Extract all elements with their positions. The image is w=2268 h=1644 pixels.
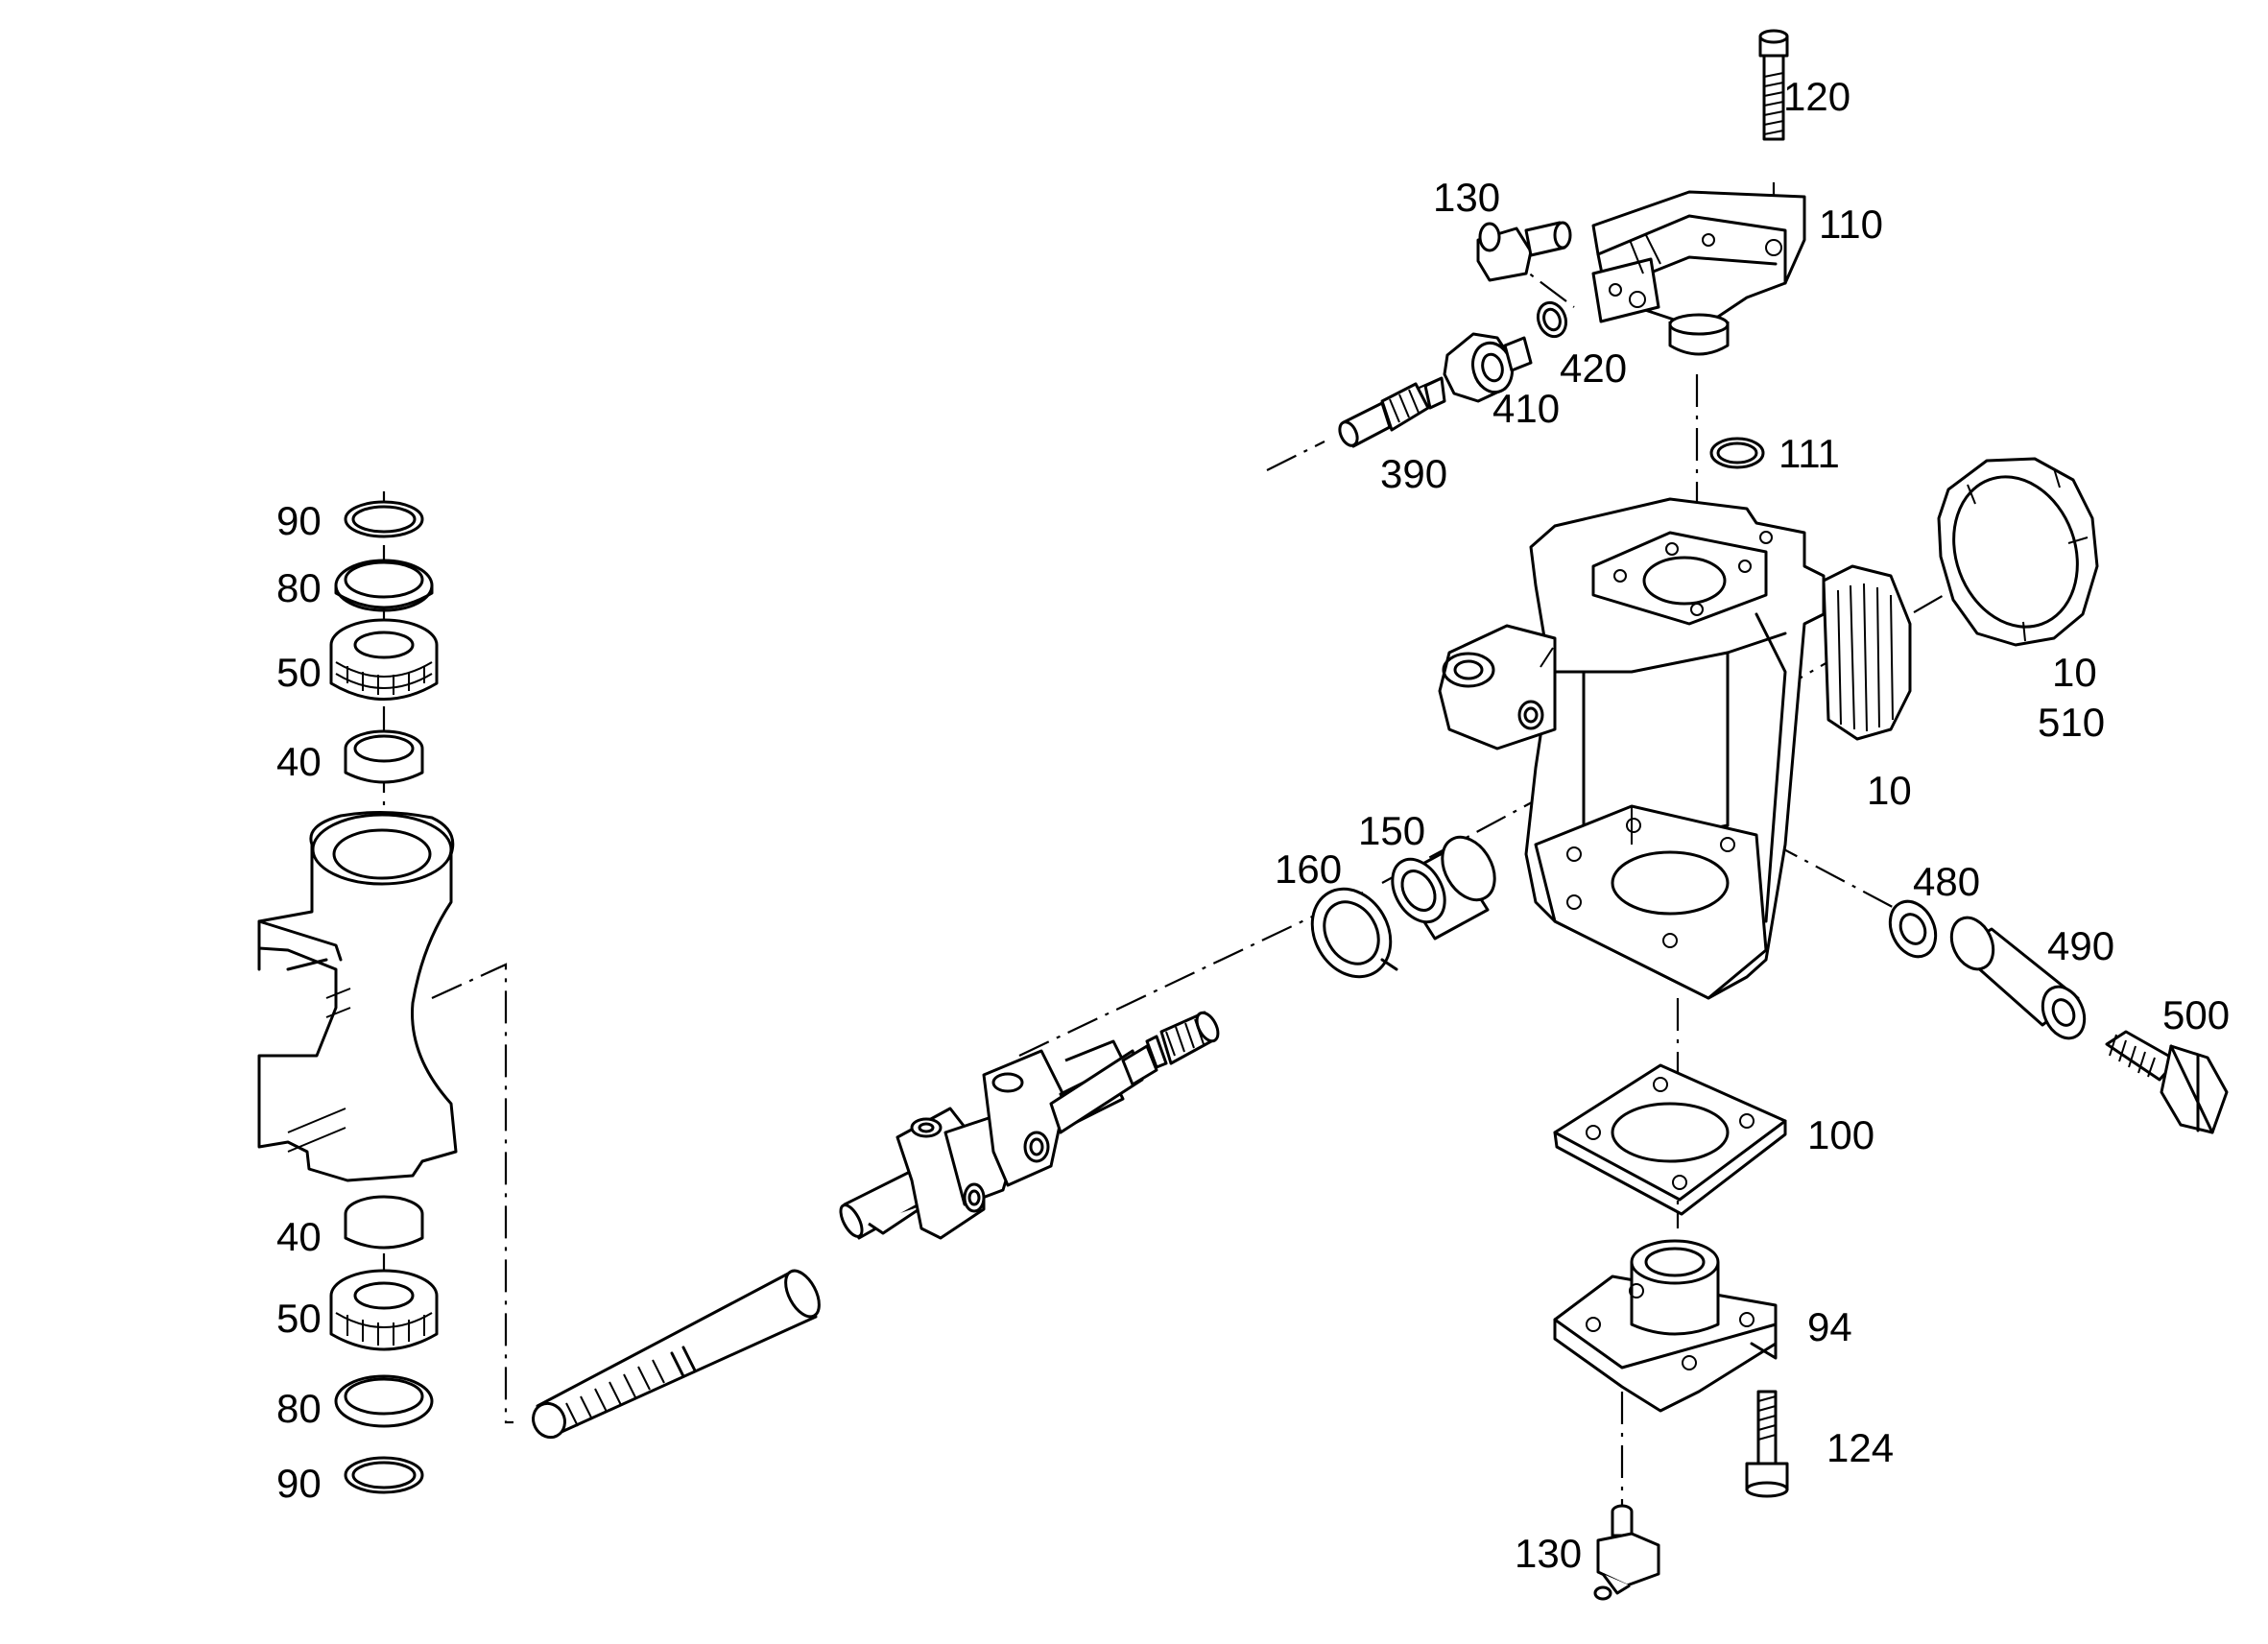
part-124-bolt xyxy=(1745,1390,1789,1498)
label-90-top: 90 xyxy=(276,498,322,543)
part-130-bottom-grease-fitting xyxy=(1593,1504,1660,1601)
label-94: 94 xyxy=(1807,1304,1852,1349)
label-80-top: 80 xyxy=(276,565,322,610)
label-10-a: 10 xyxy=(2052,650,2097,695)
label-510: 510 xyxy=(2038,700,2105,745)
label-410: 410 xyxy=(1492,386,1560,431)
label-111: 111 xyxy=(1779,431,1840,476)
part-410-adapter-nut xyxy=(1443,332,1533,403)
label-80-bot: 80 xyxy=(276,1386,322,1431)
universal-joint xyxy=(839,1039,1125,1240)
part-94-bottom-cap xyxy=(1553,1239,1778,1413)
label-160: 160 xyxy=(1275,846,1342,892)
part-labels: 120 130 110 420 410 390 111 90 80 50 40 … xyxy=(276,74,2230,1576)
label-90-bot: 90 xyxy=(276,1461,322,1506)
label-40-bot: 40 xyxy=(276,1214,322,1259)
part-10-steering-knuckle xyxy=(1438,497,1912,1000)
label-50-bot: 50 xyxy=(276,1296,322,1341)
part-390-valve xyxy=(1338,376,1446,448)
part-500-bolt xyxy=(2105,1030,2229,1134)
part-130-top-grease-fitting xyxy=(1476,221,1572,282)
label-390: 390 xyxy=(1380,451,1447,496)
label-150: 150 xyxy=(1358,808,1425,853)
part-510-slotted-nut xyxy=(1937,457,2099,647)
part-480-washer xyxy=(1888,899,1938,959)
label-420: 420 xyxy=(1560,345,1627,391)
label-130-bot: 130 xyxy=(1515,1531,1582,1576)
label-110: 110 xyxy=(1819,202,1883,247)
part-150-bushing xyxy=(1391,835,1496,941)
label-480: 480 xyxy=(1913,859,1980,904)
label-100: 100 xyxy=(1807,1112,1874,1157)
splined-shaft xyxy=(1049,1011,1220,1134)
part-160-seal xyxy=(1310,887,1398,979)
part-110-housing xyxy=(1591,190,1806,356)
label-130-top: 130 xyxy=(1433,175,1500,220)
label-120: 120 xyxy=(1783,74,1850,119)
label-10-b: 10 xyxy=(1867,768,1912,813)
part-490-sleeve xyxy=(1949,916,2087,1040)
label-500: 500 xyxy=(2162,992,2230,1037)
drive-shaft xyxy=(532,1269,821,1440)
part-420-washer xyxy=(1536,300,1568,339)
part-100-gasket xyxy=(1553,1063,1787,1216)
label-50-top: 50 xyxy=(276,650,322,695)
part-120-bolt xyxy=(1758,29,1789,141)
part-111-o-ring xyxy=(1709,437,1765,469)
left-column-bearings xyxy=(257,500,458,1494)
label-40-top: 40 xyxy=(276,739,322,784)
label-124: 124 xyxy=(1826,1425,1894,1470)
label-490: 490 xyxy=(2047,923,2114,968)
